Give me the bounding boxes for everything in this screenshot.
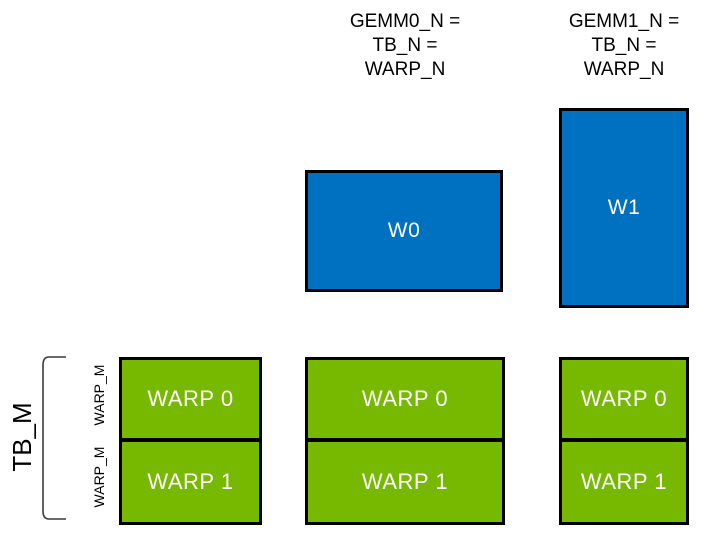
gemm0-n-header-line1: GEMM0_N = <box>349 11 461 32</box>
gemm1-n-header-line1: GEMM1_N = <box>568 11 680 32</box>
warp-tile-label: WARP 0 <box>147 386 234 411</box>
warp-tile-label: WARP 1 <box>580 469 668 494</box>
warp-tile-label: WARP 0 <box>580 386 668 411</box>
warp-tile-label: WARP 0 <box>361 386 449 411</box>
gemm1-n-header: GEMM1_N = TB_N = WARP_N <box>514 10 720 82</box>
gemm1-n-header-line3: WARP_N <box>583 59 665 80</box>
warp-tile-col0-row1: WARP 1 <box>119 439 262 525</box>
w0-label: W0 <box>387 219 421 242</box>
gemm0-n-header: GEMM0_N = TB_N = WARP_N <box>295 10 515 82</box>
warp-tile-col1-row0: WARP 0 <box>305 357 505 441</box>
w1-label: W1 <box>607 196 641 219</box>
gemm1-n-header-line2: TB_N = <box>591 35 657 56</box>
warp-tile-col2-row1: WARP 1 <box>559 439 689 525</box>
gemm0-n-header-line3: WARP_N <box>364 59 446 80</box>
w0-box: W0 <box>305 170 503 292</box>
warp-tile-col1-row1: WARP 1 <box>305 439 505 525</box>
w1-box: W1 <box>559 108 689 308</box>
tb-m-bracket <box>42 356 66 520</box>
warp-tile-label: WARP 1 <box>361 469 449 494</box>
warp-tile-col0-row0: WARP 0 <box>119 357 262 441</box>
warp-tile-label: WARP 1 <box>147 469 234 494</box>
warp-tile-col2-row0: WARP 0 <box>559 357 689 441</box>
gemm0-n-header-line2: TB_N = <box>372 35 438 56</box>
